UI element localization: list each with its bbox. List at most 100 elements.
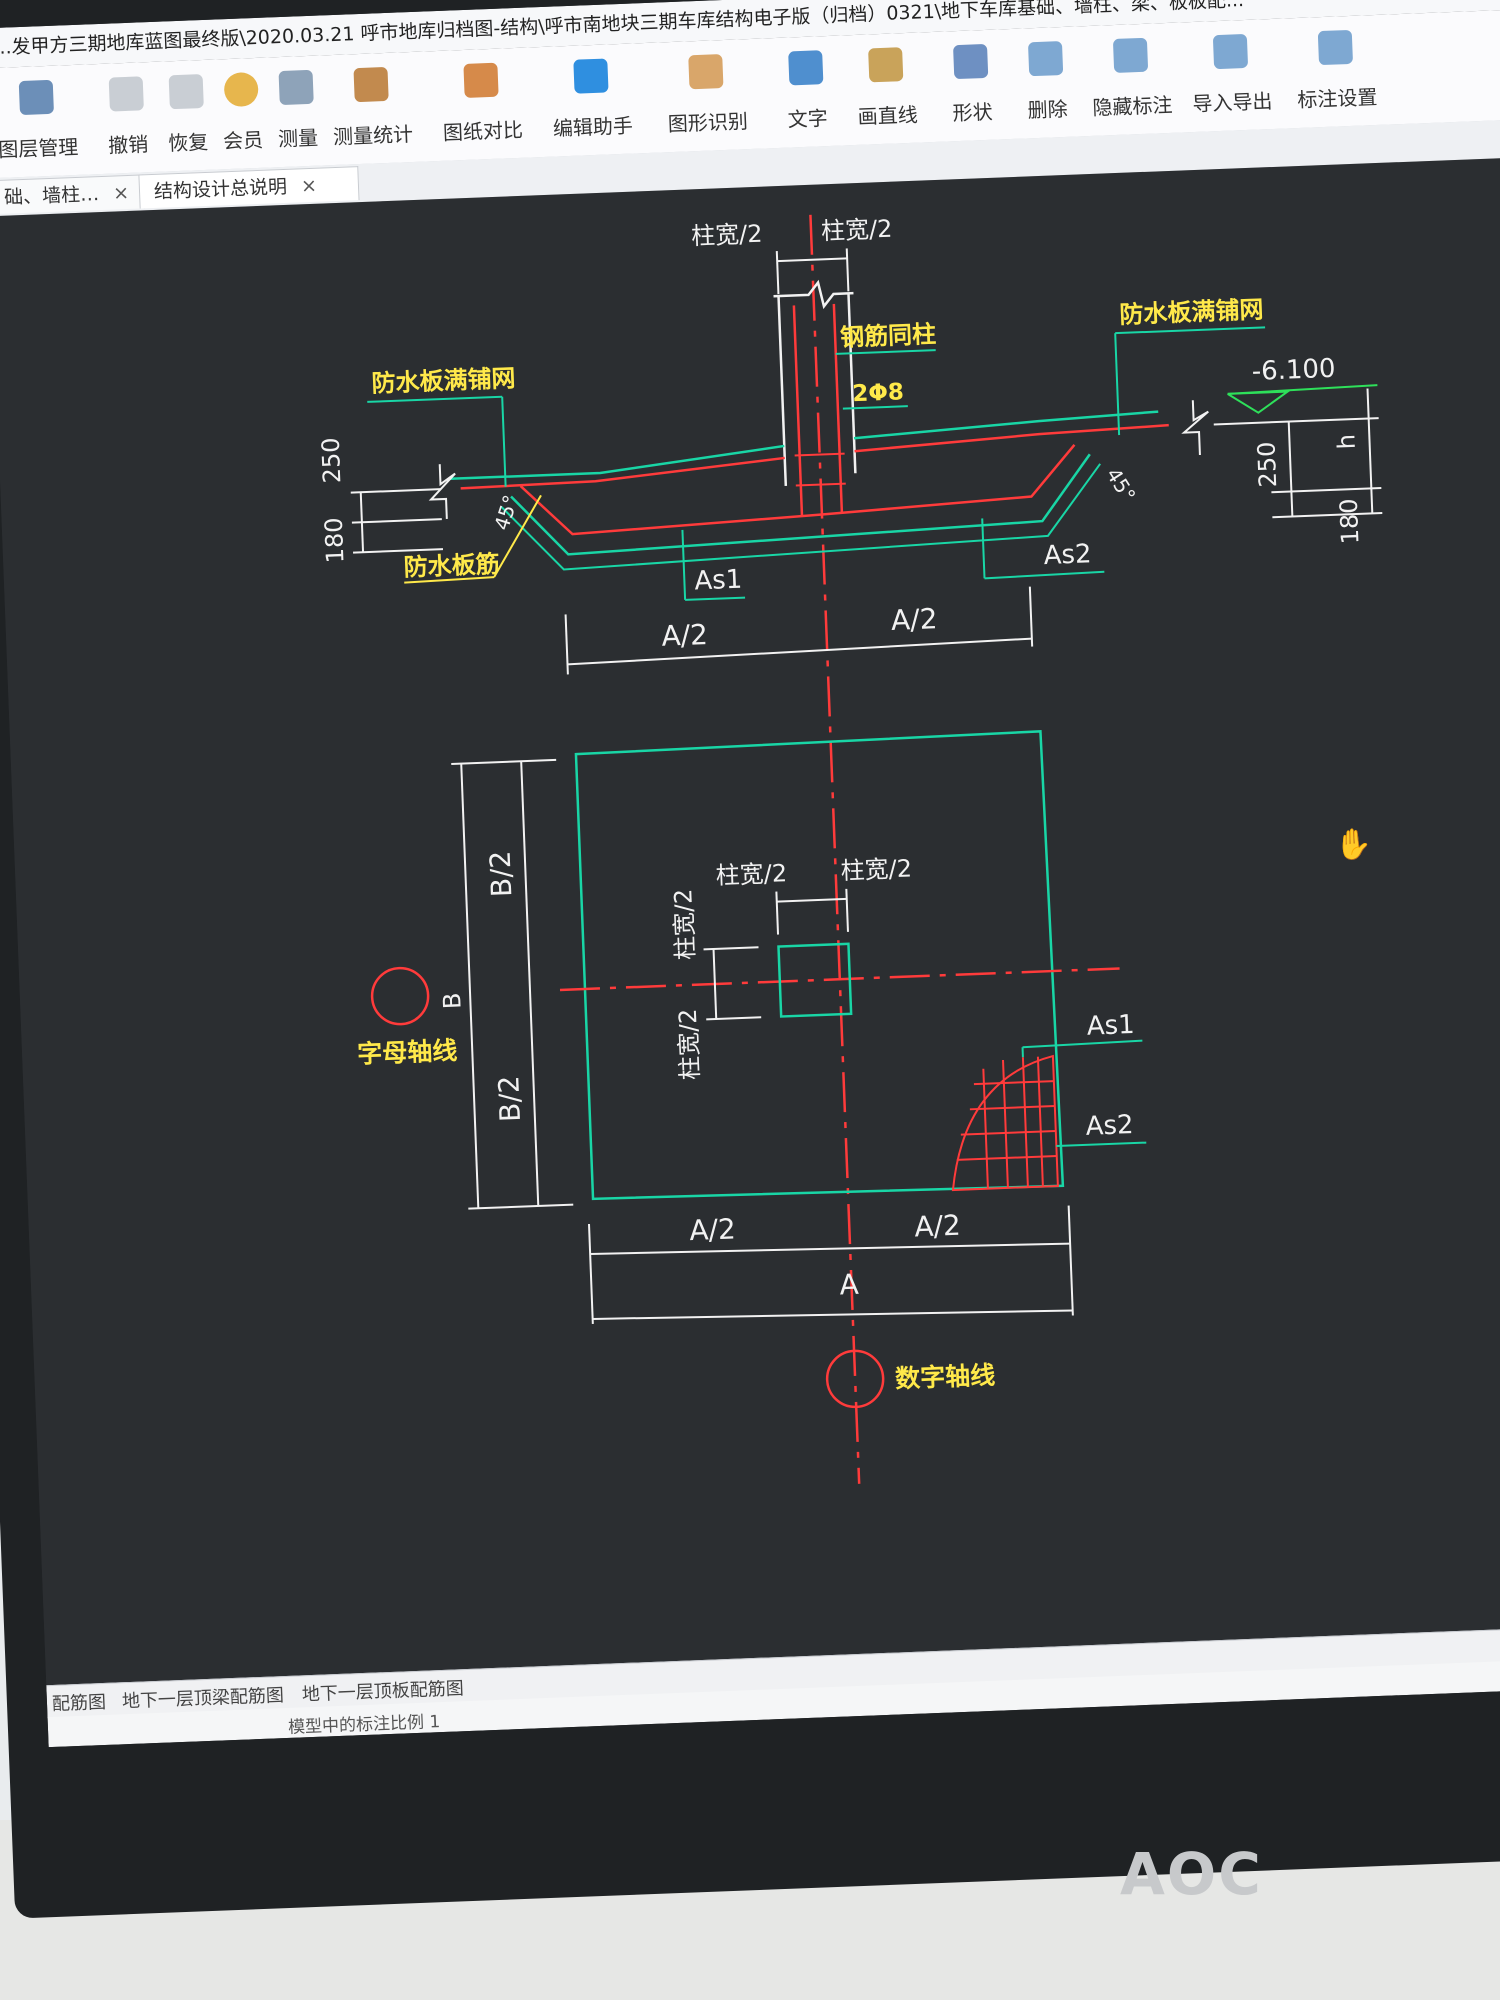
measure-icon bbox=[278, 69, 314, 106]
monitor: ...发甲方三期地库蓝图最终版\2020.03.21 呼市地库归档图-结构\呼市… bbox=[0, 0, 1500, 1919]
label-as1-plan: As1 bbox=[1086, 1010, 1135, 1042]
toolbar-button-measure-stats[interactable]: 测量统计 bbox=[329, 52, 415, 165]
toolbar-button-hide-annotation[interactable]: 隐藏标注 bbox=[1088, 23, 1174, 136]
horizontal-axis-line bbox=[559, 967, 1120, 992]
break-line-right bbox=[1181, 400, 1209, 456]
label-b-half-top: B/2 bbox=[484, 850, 519, 898]
dimension-ext bbox=[775, 251, 780, 295]
shape-recognition-icon bbox=[688, 54, 724, 90]
label-stirrup: 2Φ8 bbox=[852, 379, 905, 407]
label-dim-180-right: 180 bbox=[1335, 498, 1365, 545]
label-a-total: A bbox=[839, 1268, 859, 1302]
dimension-ext bbox=[706, 1016, 762, 1021]
undo-icon bbox=[108, 76, 144, 112]
toolbar-button-import-export[interactable]: 导入导出 bbox=[1188, 19, 1274, 132]
dimension-ext bbox=[845, 248, 850, 292]
dimension-ext bbox=[1067, 1205, 1074, 1316]
dimension-line bbox=[1366, 388, 1374, 514]
label-number-axis: 数字轴线 bbox=[895, 1361, 996, 1394]
hide-annotation-icon bbox=[1112, 37, 1149, 74]
leader-line bbox=[1114, 333, 1121, 436]
label-a-half-right-plan: A/2 bbox=[914, 1209, 962, 1244]
footing-plan-outline bbox=[574, 730, 1065, 1201]
leader-line bbox=[1115, 326, 1266, 335]
label-dim-180-left: 180 bbox=[320, 517, 350, 564]
label-angle-left: 45° bbox=[489, 492, 523, 533]
stirrup-line bbox=[794, 452, 845, 457]
leader-line bbox=[367, 395, 503, 403]
compare-icon bbox=[463, 62, 499, 98]
tab-foundation[interactable]: 础、墙柱… × bbox=[0, 174, 145, 215]
toolbar-button-delete[interactable]: 删除 bbox=[1003, 26, 1089, 139]
elevation-line bbox=[1227, 384, 1378, 395]
tab-label: 础、墙柱… bbox=[3, 183, 100, 209]
toolbar-button-shape[interactable]: 形状 bbox=[928, 29, 1014, 142]
label-elevation: -6.100 bbox=[1251, 354, 1336, 387]
measure-stats-icon bbox=[353, 66, 389, 103]
eraser-icon bbox=[1027, 40, 1064, 77]
dimension-ext bbox=[845, 888, 849, 932]
close-icon[interactable]: × bbox=[112, 181, 130, 205]
leader-line bbox=[981, 518, 986, 579]
toolbar-button-layers[interactable]: 图层管理 bbox=[0, 65, 80, 178]
toolbar-label: 标注设置 bbox=[1296, 84, 1378, 112]
layout-tab[interactable]: 配筋图 bbox=[51, 1691, 107, 1715]
vip-icon bbox=[223, 71, 259, 108]
toolbar-button-text[interactable]: 文字 bbox=[764, 35, 850, 148]
close-icon[interactable]: × bbox=[300, 174, 318, 198]
label-waterproof-bar: 防水板筋 bbox=[403, 550, 500, 582]
foundation-bottom-rebar bbox=[519, 444, 1076, 536]
dimension-ext bbox=[588, 1223, 594, 1324]
label-dim-250-right: 250 bbox=[1252, 441, 1282, 488]
toolbar-label: 测量统计 bbox=[332, 121, 414, 150]
toolbar-label: 编辑助手 bbox=[552, 113, 634, 141]
dimension-line bbox=[592, 1309, 1073, 1320]
dimension-ext bbox=[1028, 586, 1034, 647]
dimension-ext bbox=[451, 758, 557, 765]
label-letter-axis: 字母轴线 bbox=[357, 1036, 458, 1069]
shape-icon bbox=[953, 43, 989, 80]
drawing-canvas[interactable]: 防水板满铺网 防水板满铺网 钢筋同柱 2Φ8 防水板筋 45° 45° bbox=[0, 155, 1500, 1686]
toolbar-button-annotation-settings[interactable]: 标注设置 bbox=[1293, 15, 1379, 128]
dimension-ext bbox=[703, 946, 759, 951]
label-dim-h: h bbox=[1332, 434, 1361, 450]
label-as2-plan: As2 bbox=[1085, 1110, 1134, 1142]
dimension-line bbox=[567, 637, 1032, 666]
leader-line bbox=[493, 494, 542, 578]
dimension-ext bbox=[1271, 487, 1382, 494]
foundation-outline bbox=[510, 453, 1091, 556]
leader-line bbox=[1056, 1141, 1147, 1148]
dimension-ext bbox=[350, 488, 441, 494]
leader-line bbox=[984, 570, 1105, 580]
toolbar-button-shape-recognition[interactable]: 图形识别 bbox=[664, 39, 750, 152]
top-rebar bbox=[854, 423, 1169, 453]
elevation-marker bbox=[1227, 390, 1291, 414]
monitor-screen: ...发甲方三期地库蓝图最终版\2020.03.21 呼市地库归档图-结构\呼市… bbox=[0, 0, 1500, 1748]
dimension-ext bbox=[775, 891, 780, 935]
tab-structural-notes[interactable]: 结构设计总说明× bbox=[138, 166, 360, 209]
dimension-ext bbox=[468, 1203, 574, 1210]
column-rebar bbox=[832, 303, 844, 514]
slab-top-line bbox=[853, 410, 1159, 440]
label-plan-col-half-up: 柱宽/2 bbox=[669, 888, 700, 960]
column-rebar bbox=[792, 305, 804, 516]
break-line-top bbox=[773, 279, 854, 310]
line-icon bbox=[868, 47, 904, 83]
toolbar-button-edit-assistant[interactable]: 编辑助手 bbox=[549, 44, 635, 157]
toolbar-button-line[interactable]: 画直线 bbox=[844, 32, 930, 145]
label-col-half-left-top: 柱宽/2 bbox=[691, 220, 763, 251]
leader-line bbox=[842, 405, 908, 410]
center-axis-line bbox=[809, 214, 861, 1484]
toolbar-button-compare[interactable]: 图纸对比 bbox=[439, 48, 525, 161]
label-plan-col-half-left: 柱宽/2 bbox=[715, 859, 787, 890]
toolbar-button-measure[interactable]: 测量 bbox=[254, 55, 340, 168]
stirrup-line bbox=[795, 482, 846, 487]
leader-line bbox=[685, 596, 746, 601]
dimension-ext bbox=[564, 614, 569, 675]
redo-icon bbox=[168, 74, 204, 110]
dimension-line bbox=[776, 897, 847, 903]
dimension-line bbox=[590, 1242, 1071, 1255]
dimension-line bbox=[1287, 421, 1294, 517]
label-plan-col-half-right: 柱宽/2 bbox=[840, 854, 912, 885]
